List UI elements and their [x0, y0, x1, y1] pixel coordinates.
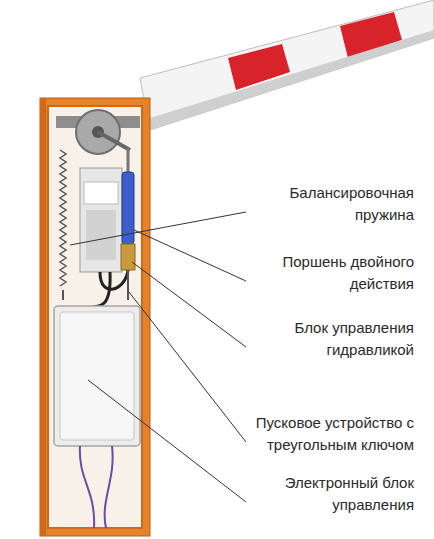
cable: [105, 446, 113, 528]
leader-line: [134, 230, 246, 281]
callout-label: Блок управления гидравликой: [249, 317, 414, 361]
leader-line: [88, 380, 246, 502]
callout-label: Электронный блок управления: [249, 472, 414, 516]
leader-line: [132, 262, 246, 347]
callout-label: Поршень двойного действия: [249, 251, 414, 295]
hydraulic-unit: [80, 168, 122, 272]
cable: [80, 446, 94, 528]
hose: [92, 272, 110, 310]
callout-label: Пусковое устройство с треугольным ключом: [249, 412, 414, 456]
boom-shadow: [150, 30, 434, 130]
piston-rod: [127, 148, 130, 172]
control-box: [54, 306, 140, 446]
cabinet-edge: [40, 98, 46, 536]
leader-line: [129, 292, 246, 442]
cabinet-interior: [48, 106, 142, 528]
leader-line: [70, 212, 246, 245]
boom-arm: [140, 0, 434, 130]
callout-label: Балансировочная пружина: [249, 182, 414, 226]
hydraulic-block: [121, 244, 135, 270]
release-key: [127, 270, 129, 300]
balance-spring: [60, 150, 66, 286]
spring-anchor: [62, 290, 64, 300]
lever: [98, 132, 130, 150]
leader-lines: [70, 212, 246, 502]
unit-plate: [84, 182, 118, 204]
cabinet-housing: [40, 98, 150, 536]
control-lid: [60, 312, 134, 440]
unit-body: [86, 210, 116, 260]
hose: [100, 270, 128, 289]
